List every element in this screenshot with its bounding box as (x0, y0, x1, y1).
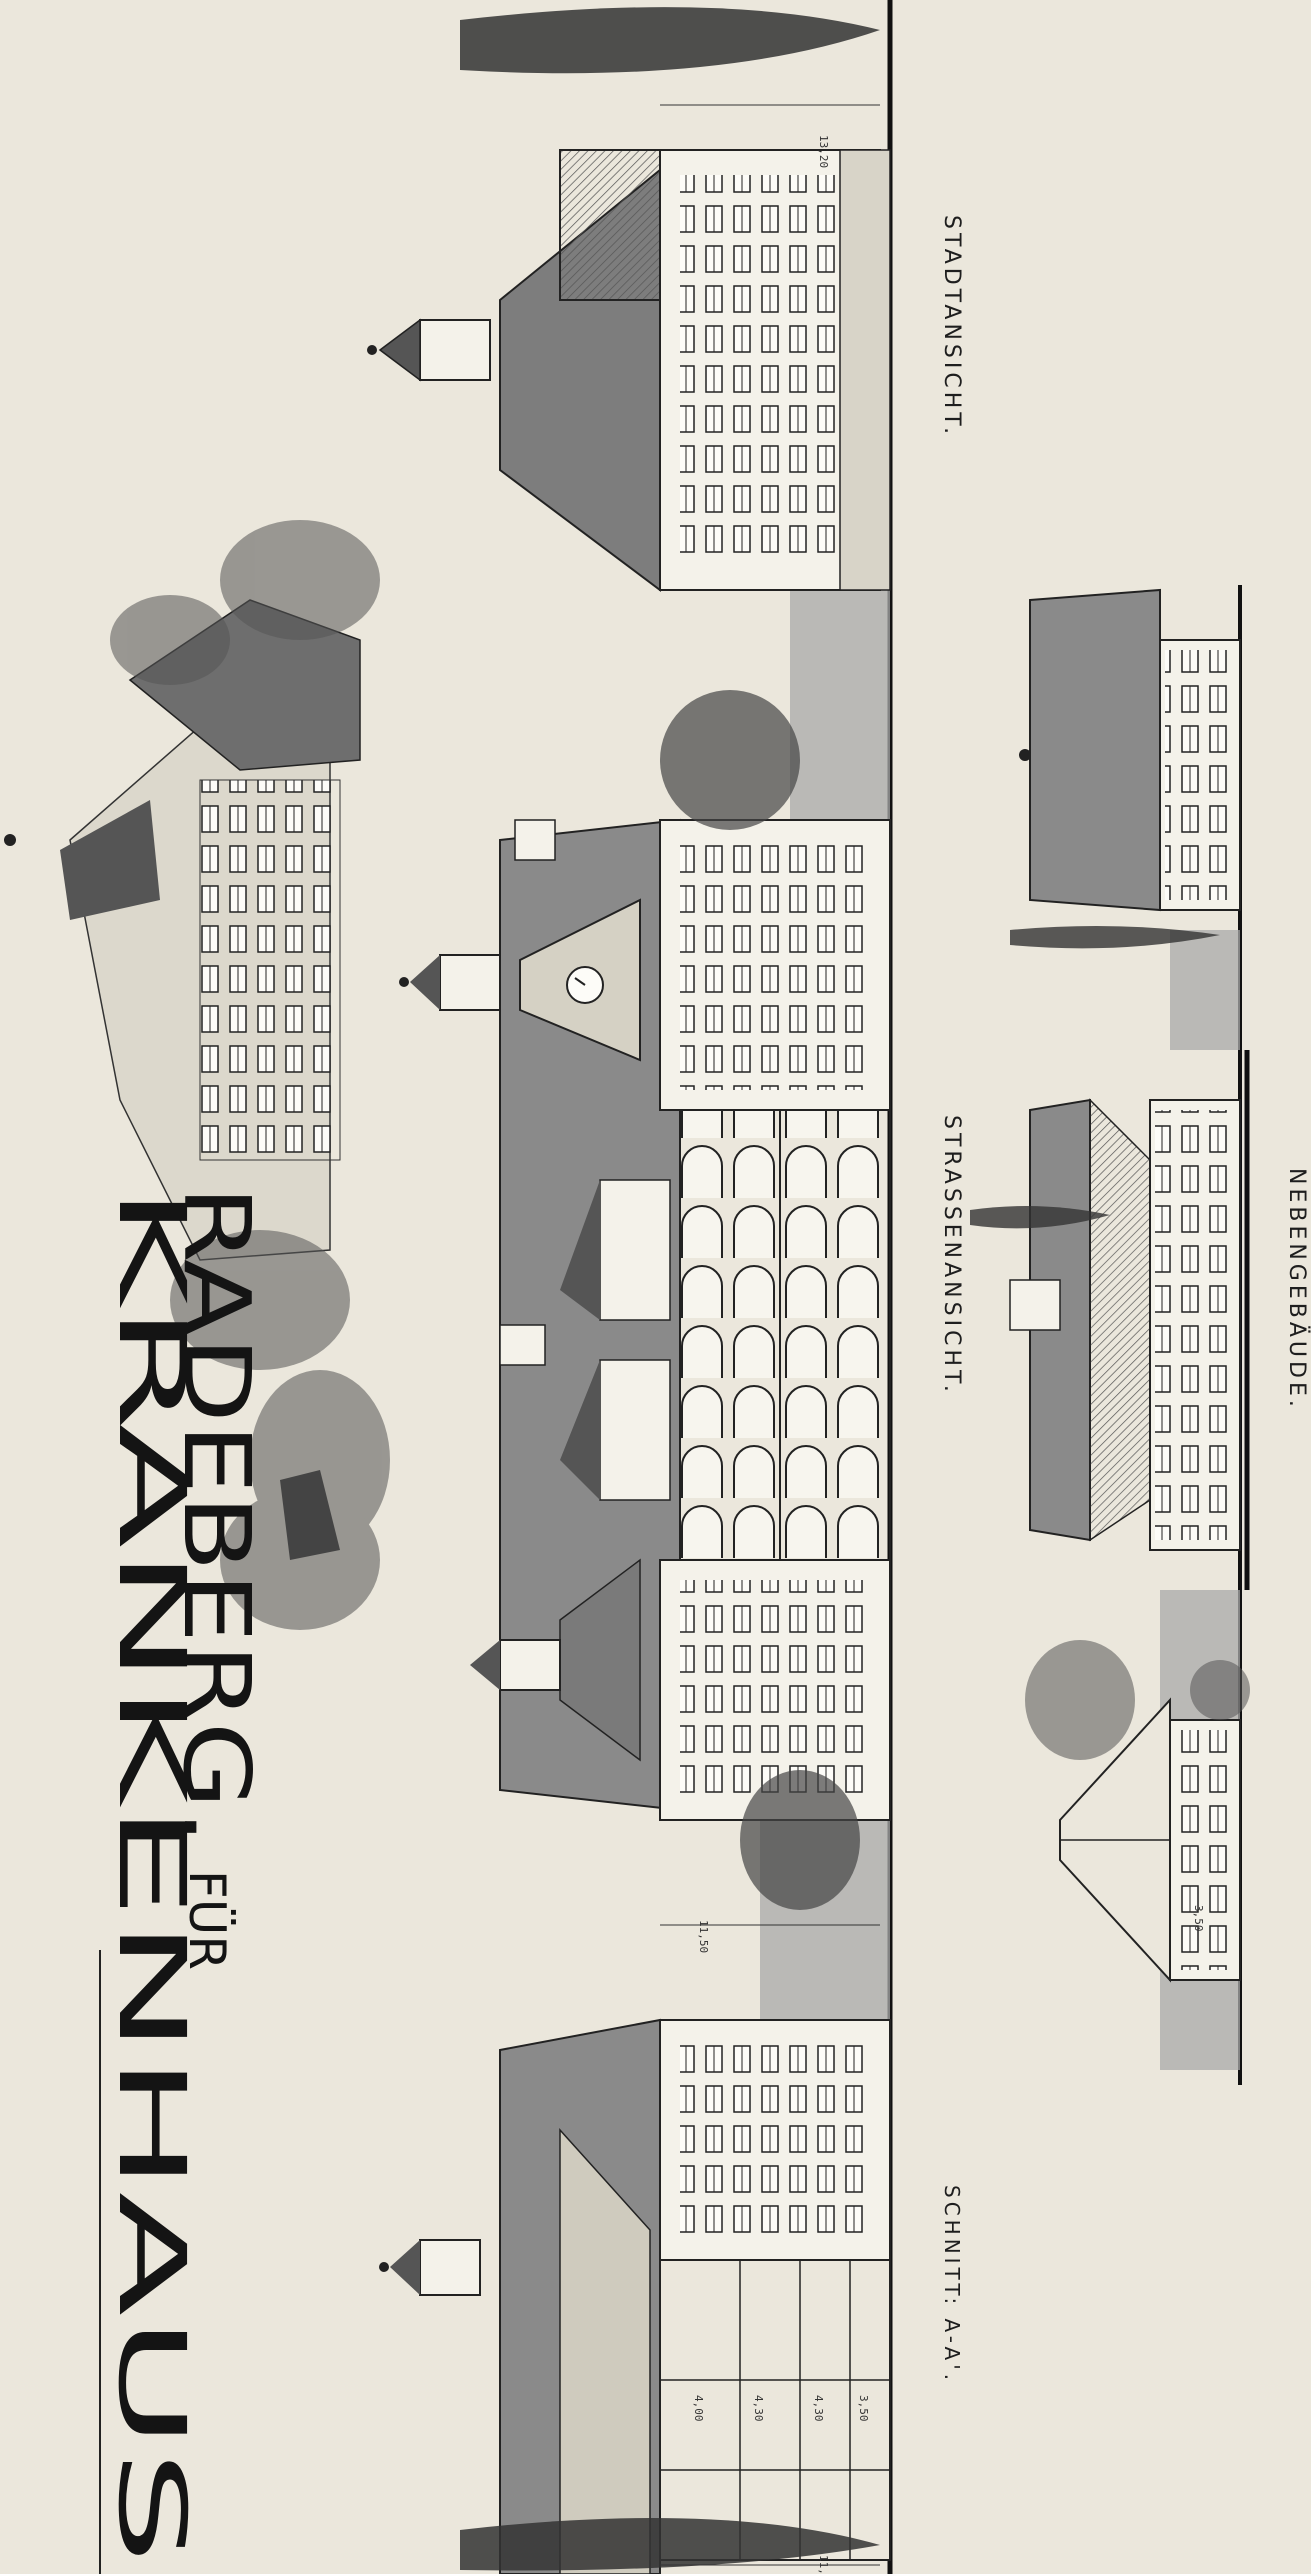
dimension-4-00: 4,00 (692, 2395, 705, 2422)
finial-icon (367, 345, 377, 355)
label-nebengebaeude: NEBENGEBÄUDE. (1284, 1168, 1310, 1411)
schnitt-section (379, 2018, 891, 2574)
label-strassenansicht: STRASSENANSICHT. (939, 1115, 964, 1396)
dimension-4-30-b: 4,30 (812, 2395, 825, 2422)
title-krankenhaus: KRANKENHAUS (98, 1185, 205, 2565)
perspective-view (4, 520, 390, 1630)
dimension-11-50: 11,50 (697, 1920, 710, 1953)
nebengebaeude-elevations (970, 588, 1250, 1983)
dimension-11-20: 11,20 (817, 2555, 830, 2574)
label-stadtansicht: STADTANSICHT. (939, 215, 964, 438)
dimension-lines (660, 104, 880, 2566)
dimension-4-30-a: 4,30 (752, 2395, 765, 2422)
dimension-3-50-a: 3,50 (857, 2395, 870, 2422)
label-schnitt: SCHNITT: A-A'. (940, 2185, 964, 2384)
stadtansicht-elevation (367, 7, 891, 592)
title-radeberg: RADEBERG. (163, 1185, 270, 1845)
strassenansicht-elevation (399, 690, 891, 1910)
dimension-3-50-b: 3,50 (1192, 1905, 1205, 1932)
title-fuer: FÜR (178, 1870, 236, 1970)
dimension-13-20: 13,20 (817, 135, 830, 168)
